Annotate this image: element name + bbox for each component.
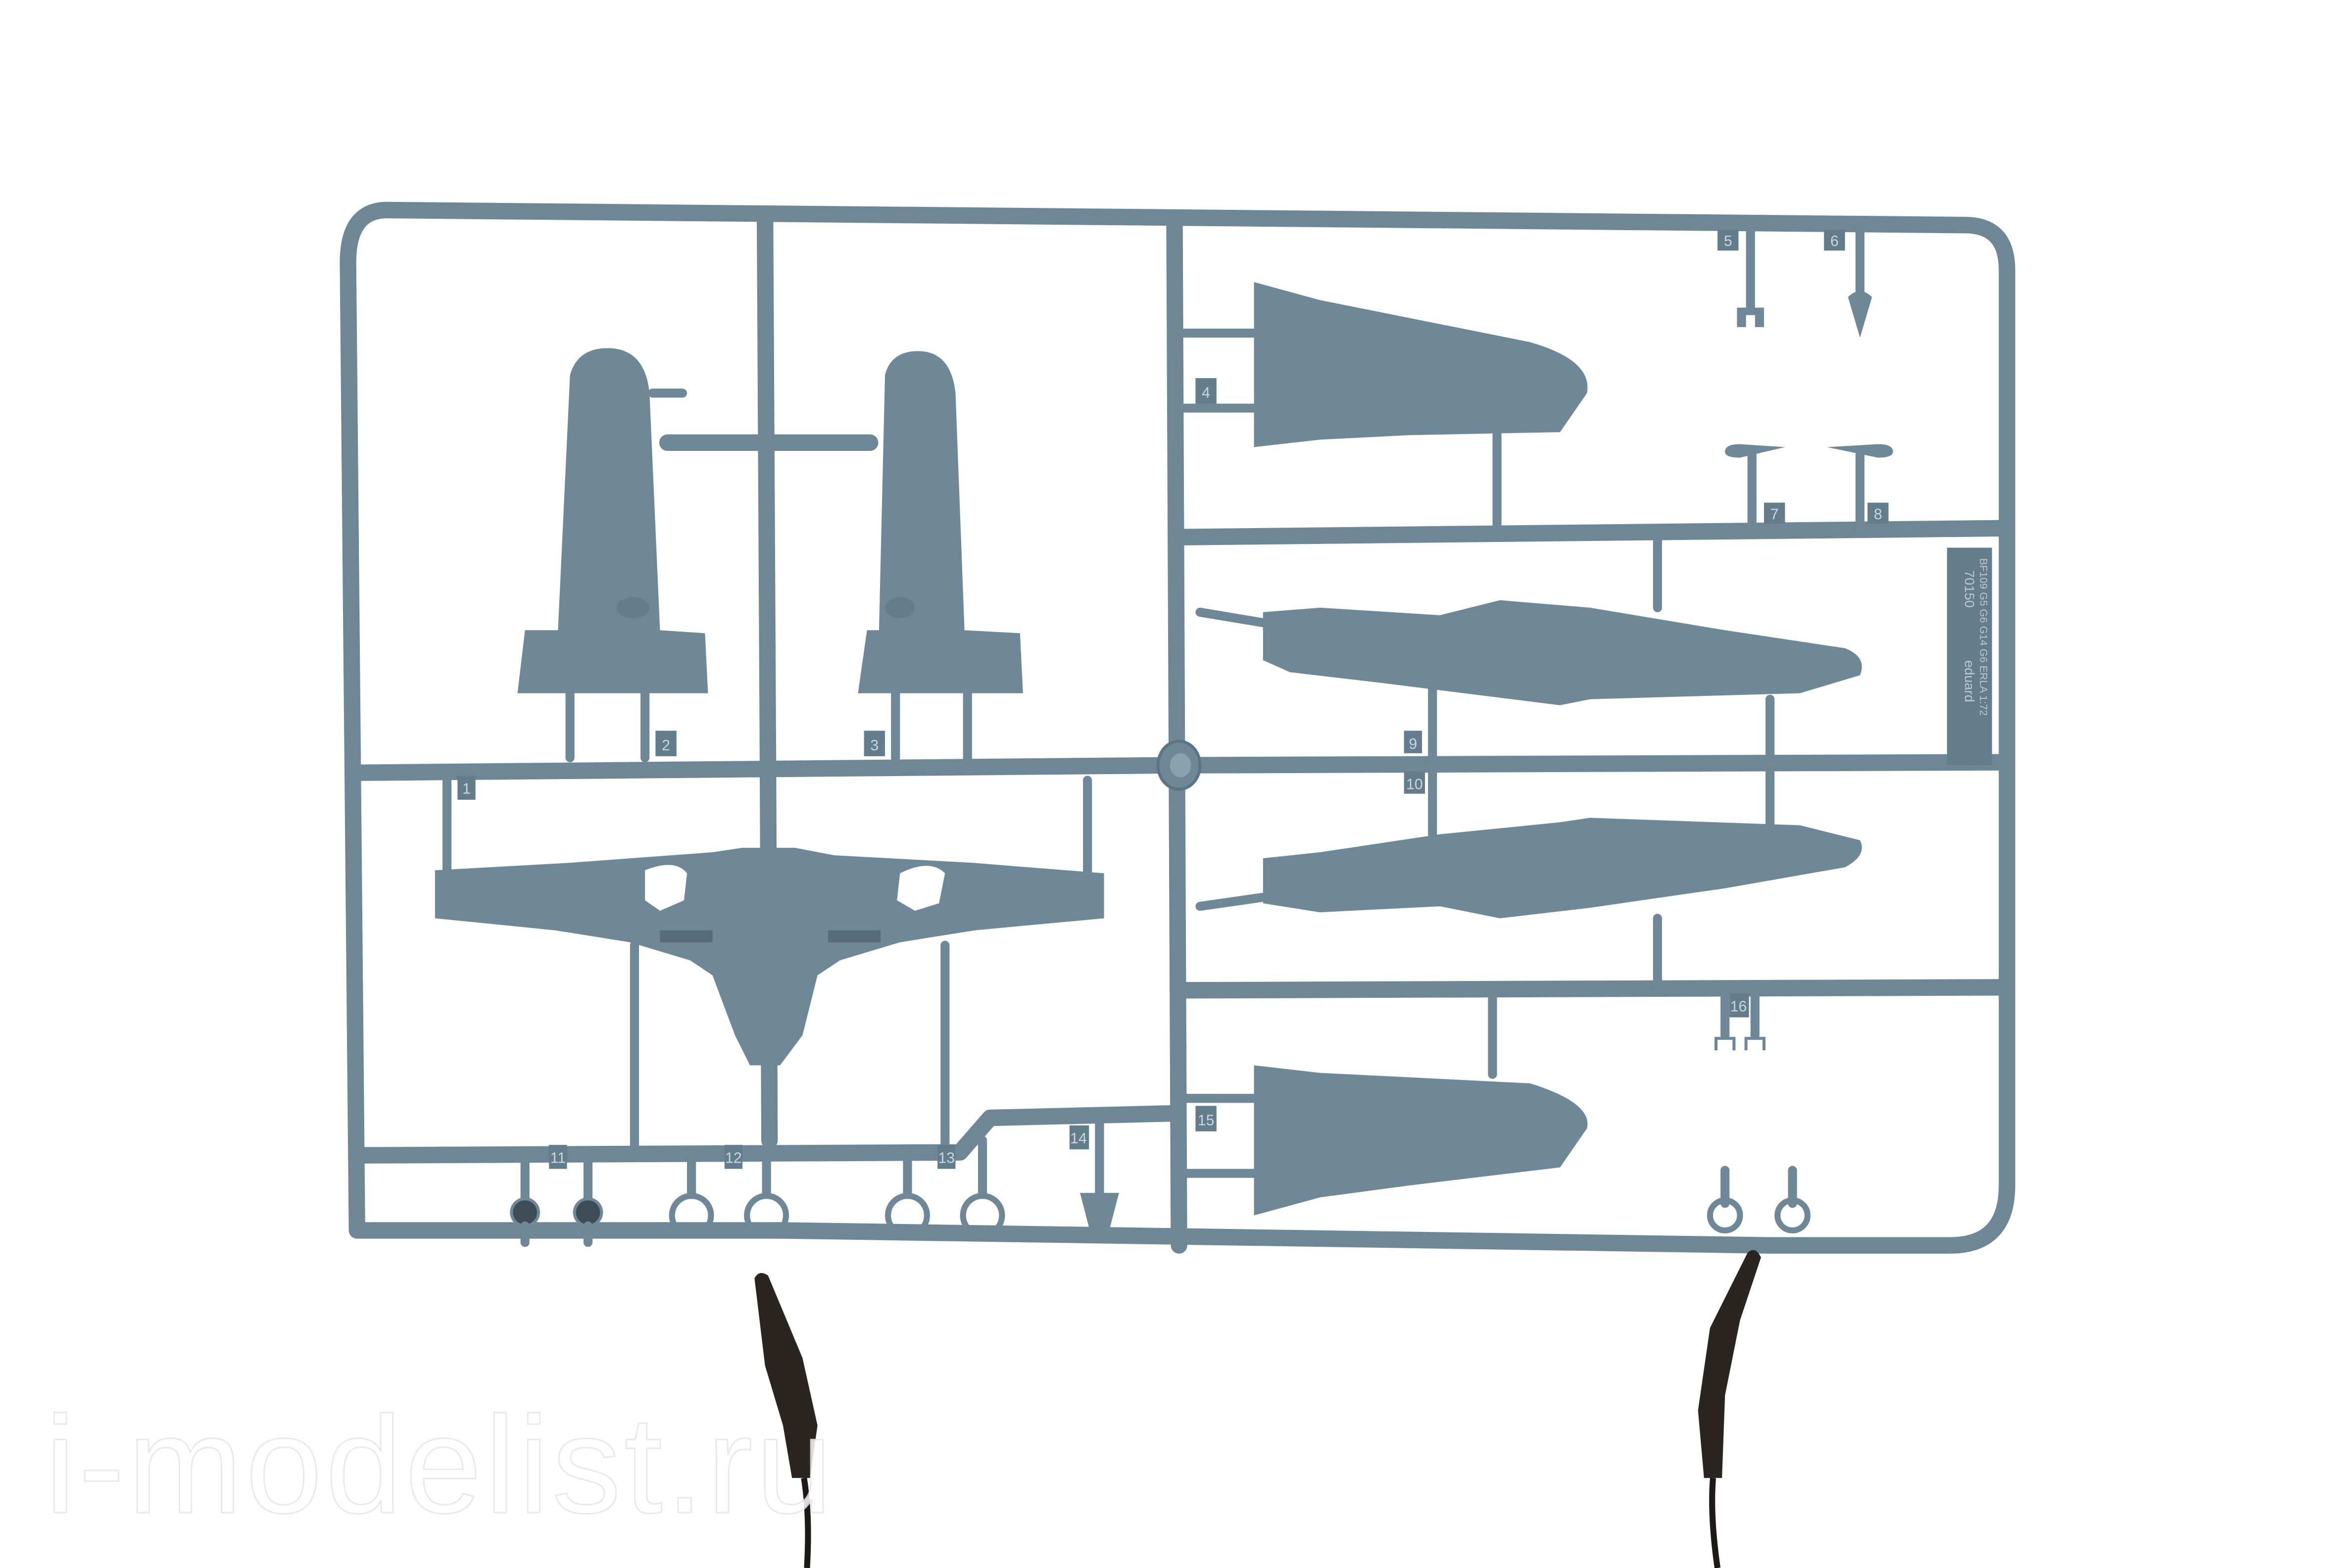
- part-tag-8: 8: [1867, 502, 1889, 524]
- part-tag-15: 15: [1195, 1106, 1217, 1131]
- part-tag-16: 16: [1729, 993, 1749, 1018]
- stand-clip-left: [754, 1273, 818, 1568]
- part-brackets: [1714, 988, 1766, 1051]
- kit-description: BF109 G5 G6 G14 G6 ERLA 1:72: [1977, 558, 1989, 716]
- part-tag-13: 13: [937, 1145, 956, 1169]
- svg-text:3: 3: [870, 737, 879, 754]
- brand-name: eduard: [1962, 660, 1977, 702]
- part-fin-15: [1180, 988, 1588, 1216]
- part-tag-7: 7: [1764, 502, 1785, 524]
- svg-text:6: 6: [1830, 233, 1839, 249]
- watermark: i-modelist.ru: [45, 1388, 835, 1542]
- part-stabilizer-left: [1725, 444, 1785, 533]
- part-tag-2: 2: [655, 731, 677, 756]
- svg-text:2: 2: [662, 737, 670, 754]
- svg-text:5: 5: [1724, 233, 1732, 249]
- svg-text:12: 12: [725, 1150, 742, 1166]
- part-tag-14: 14: [1069, 1125, 1089, 1150]
- svg-text:10: 10: [1406, 777, 1423, 793]
- stand-clip-right: [1698, 1250, 1761, 1568]
- part-tag-11: 11: [549, 1145, 567, 1169]
- part-tag-12: 12: [724, 1145, 743, 1169]
- part-stabilizer-right: [1827, 444, 1893, 533]
- part-tag-3: 3: [864, 731, 885, 756]
- svg-text:4: 4: [1202, 385, 1210, 401]
- svg-text:11: 11: [550, 1150, 566, 1166]
- part-tail-wheel-cover: [1080, 1118, 1119, 1235]
- part-lower-wing: [435, 776, 1104, 1153]
- part-fin-4: [1180, 282, 1588, 533]
- svg-text:13: 13: [938, 1150, 955, 1166]
- svg-text:1: 1: [462, 781, 471, 797]
- part-tag-9: 9: [1404, 731, 1422, 753]
- part-fuselage-right: [1195, 768, 1862, 992]
- part-upper-wing-right: [858, 351, 1023, 763]
- part-upper-wing-left: [517, 348, 708, 763]
- part-tail-wheel-leg: [1848, 223, 1872, 338]
- part-tyres-12: [669, 1154, 789, 1238]
- svg-text:7: 7: [1770, 506, 1779, 523]
- part-fuselage-left: [1195, 533, 1862, 767]
- part-wheel-hubs: [510, 1154, 603, 1247]
- part-tag-10: 10: [1404, 771, 1425, 794]
- sprue-frame: [340, 201, 2015, 1254]
- part-tag-4: 4: [1195, 378, 1217, 404]
- svg-text:8: 8: [1874, 506, 1882, 523]
- part-tag-6: 6: [1824, 229, 1845, 251]
- svg-text:15: 15: [1198, 1113, 1215, 1129]
- part-tyres-13: [885, 1135, 1005, 1238]
- svg-text:16: 16: [1730, 998, 1747, 1015]
- part-tag-1: 1: [457, 776, 476, 800]
- sprue-label: 70150 eduard BF109 G5 G6 G14 G6 ERLA 1:7…: [1947, 547, 1992, 766]
- part-tag-5: 5: [1717, 229, 1739, 251]
- part-tail-wheel: [1737, 223, 1764, 327]
- kit-number: 70150: [1962, 570, 1977, 608]
- svg-text:14: 14: [1070, 1130, 1087, 1147]
- part-tyres-right: [1707, 1166, 1811, 1233]
- svg-text:9: 9: [1409, 736, 1417, 752]
